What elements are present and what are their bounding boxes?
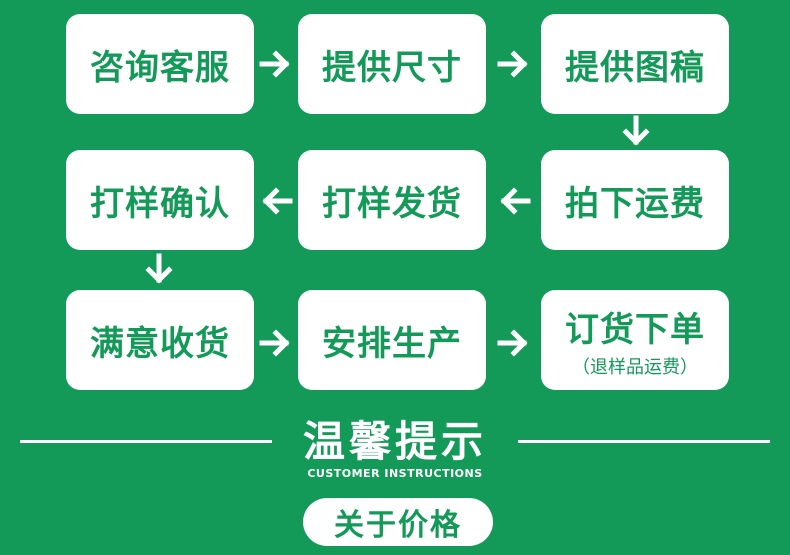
step-label: 安排生产	[322, 323, 462, 364]
arrow-right-icon	[494, 44, 534, 84]
step-sample-shipping: 打样发货	[298, 150, 486, 250]
step-label: 打样确认	[90, 183, 230, 224]
step-label: 订货下单	[565, 309, 705, 350]
step-label: 提供尺寸	[322, 47, 462, 88]
step-arrange-production: 安排生产	[298, 290, 486, 390]
arrow-left-icon	[256, 181, 296, 221]
step-label: 咨询客服	[90, 47, 230, 88]
about-price-button[interactable]: 关于价格	[303, 498, 493, 546]
step-label: 打样发货	[322, 183, 462, 224]
arrow-right-icon	[256, 44, 296, 84]
step-note: （退样品运费）	[572, 356, 698, 378]
step-label: 拍下运费	[565, 183, 705, 224]
arrow-left-icon	[494, 181, 534, 221]
step-label: 提供图稿	[565, 47, 705, 88]
step-sample-confirm: 打样确认	[66, 150, 254, 250]
arrow-right-icon	[256, 323, 296, 363]
arrow-down-icon	[139, 250, 179, 290]
step-provide-artwork: 提供图稿	[541, 14, 729, 114]
step-provide-size: 提供尺寸	[298, 14, 486, 114]
notice-title: 温馨提示	[302, 417, 487, 466]
divider-left	[20, 440, 272, 443]
arrow-right-icon	[494, 323, 534, 363]
step-place-order: 订货下单 （退样品运费）	[541, 290, 729, 390]
step-consult-service: 咨询客服	[66, 14, 254, 114]
step-pay-shipping: 拍下运费	[541, 150, 729, 250]
step-receive-goods: 满意收货	[66, 290, 254, 390]
divider-right	[518, 440, 770, 443]
notice-subtitle: CUSTOMER INSTRUCTIONS	[307, 467, 483, 480]
step-label: 满意收货	[90, 323, 230, 364]
arrow-down-icon	[616, 112, 656, 152]
